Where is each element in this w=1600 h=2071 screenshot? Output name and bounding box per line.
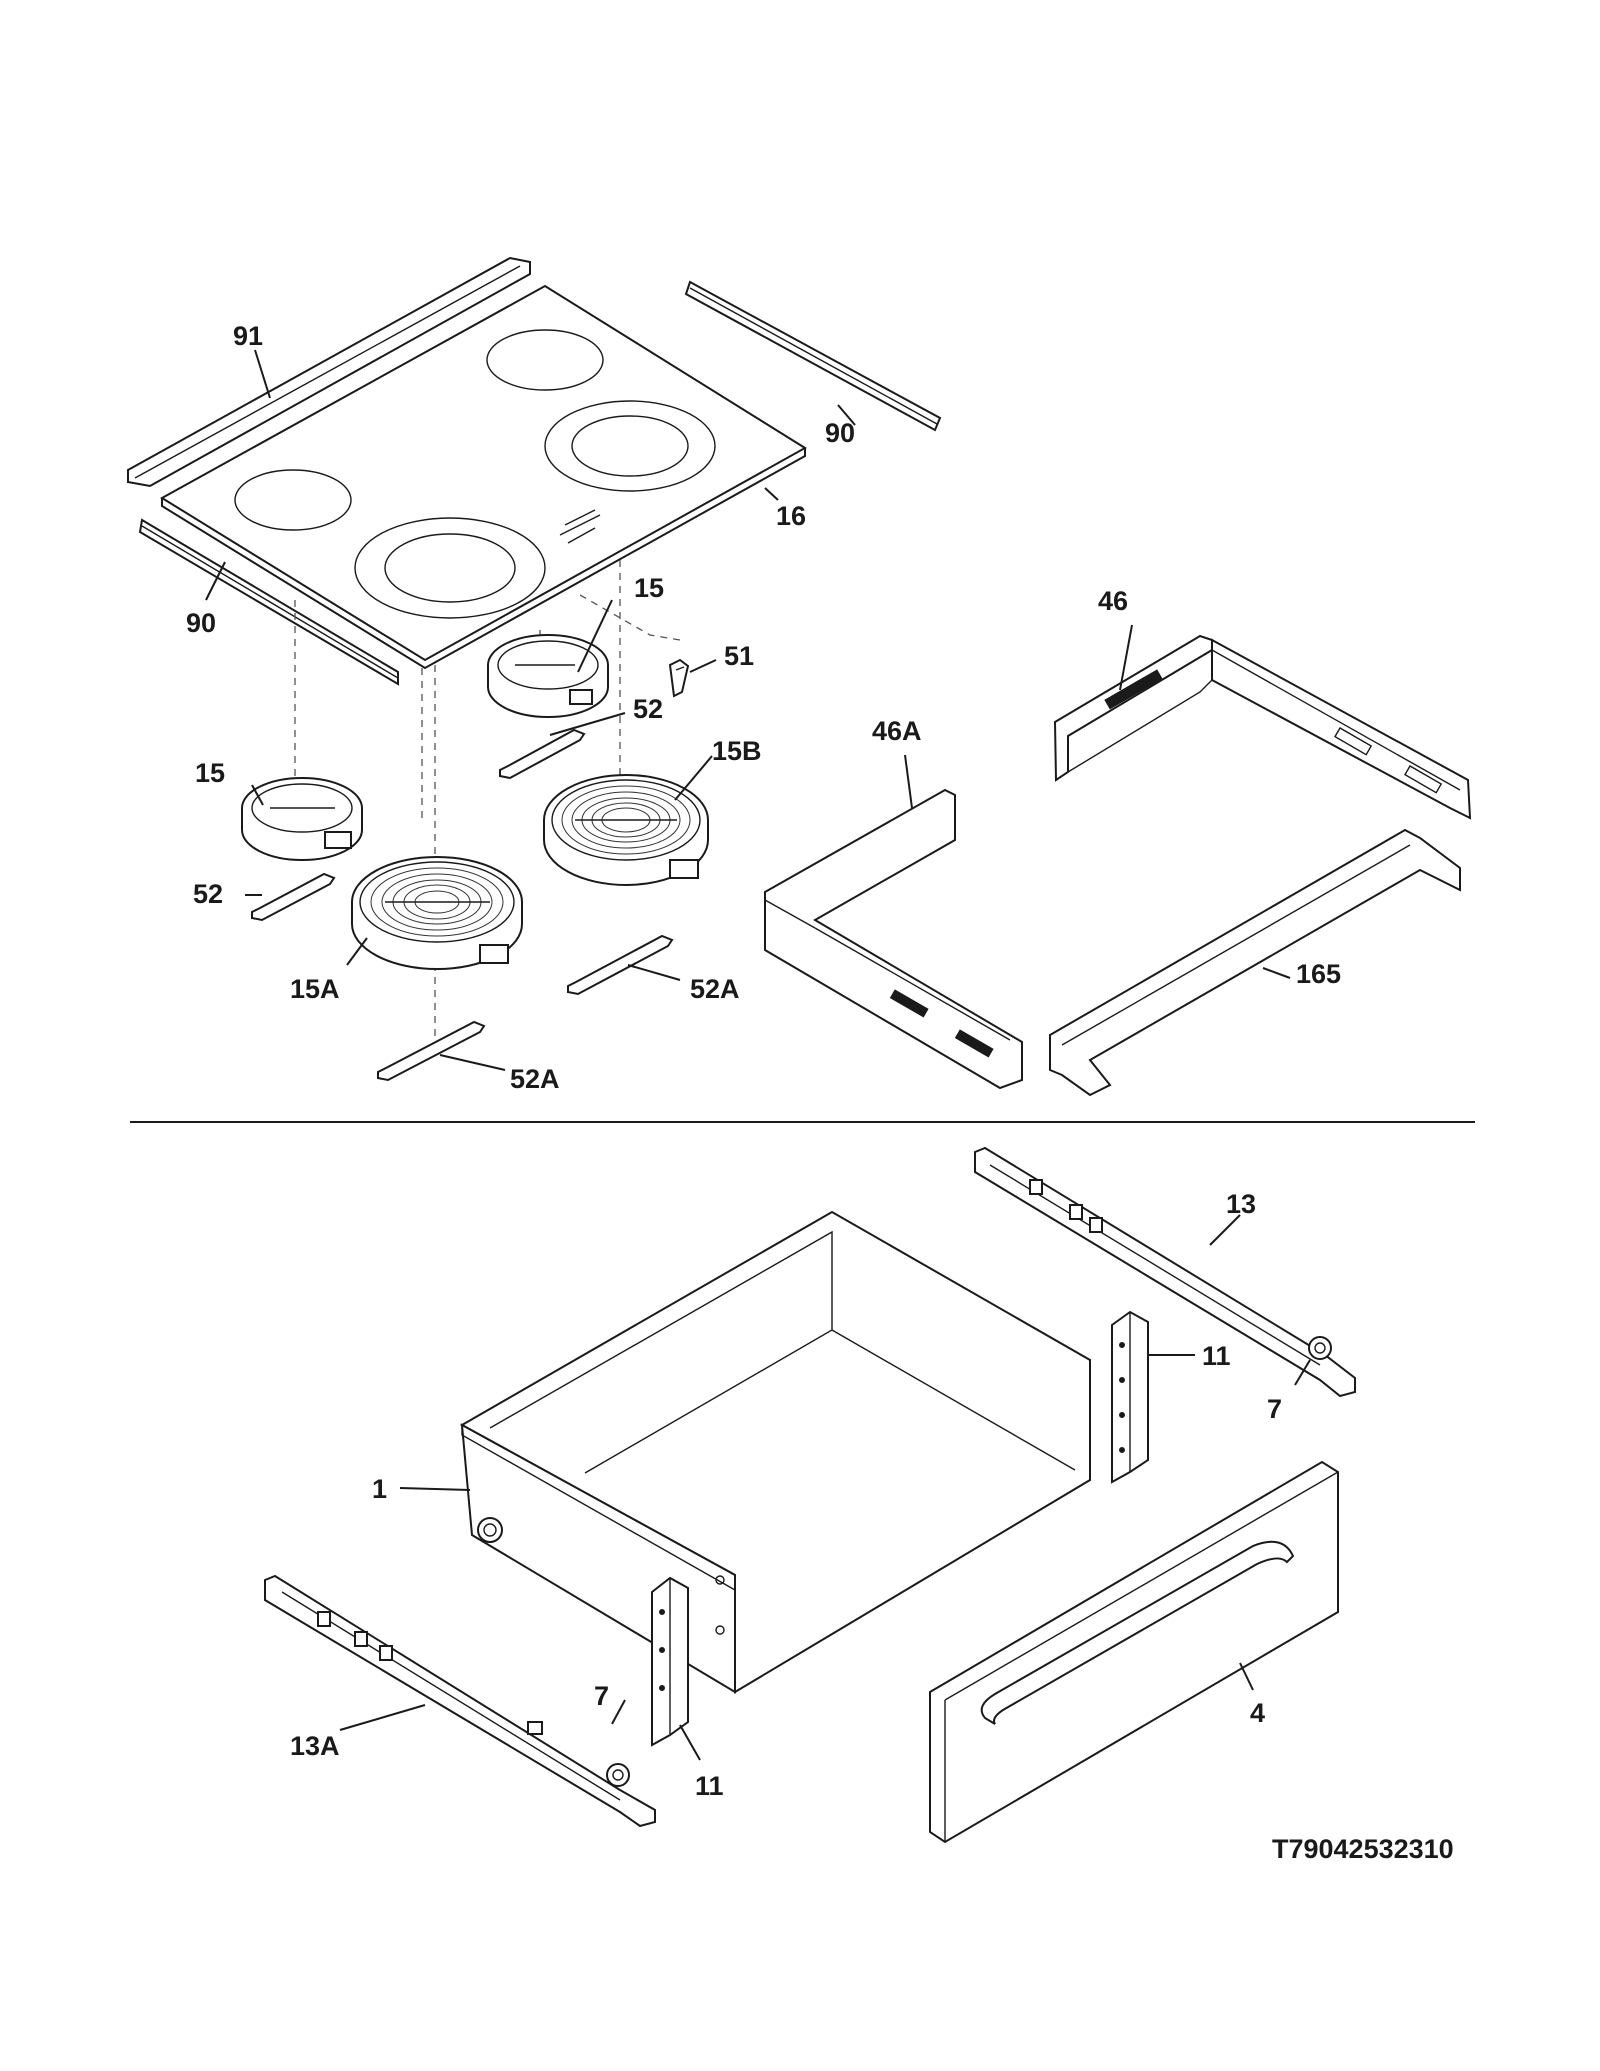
label-7-lower: 7 bbox=[594, 1681, 609, 1711]
part-labels: 91 90 16 90 15 51 52 15B 15 52 15A 52A 5… bbox=[186, 321, 1454, 1864]
label-90-right: 90 bbox=[825, 418, 855, 448]
part-52a-right-strap bbox=[567, 934, 674, 996]
part-51-sensor bbox=[668, 658, 690, 698]
label-13a: 13A bbox=[290, 1731, 340, 1761]
label-1: 1 bbox=[372, 1474, 387, 1504]
part-90-left-trim bbox=[138, 518, 399, 686]
label-15a: 15A bbox=[290, 974, 340, 1004]
part-90-right-trim bbox=[684, 280, 942, 432]
diagram-code: T79042532310 bbox=[1272, 1834, 1454, 1864]
part-91-rear-trim bbox=[127, 256, 531, 488]
part-13a-left-slide bbox=[264, 1574, 656, 1828]
part-46a-side-frame bbox=[764, 788, 1023, 1090]
part-52-upper-strap bbox=[499, 728, 586, 780]
label-7-upper: 7 bbox=[1267, 1394, 1282, 1424]
part-1-drawer-body bbox=[459, 1210, 1091, 1694]
part-11-lower-bracket bbox=[651, 1576, 689, 1747]
label-52a-lower: 52A bbox=[510, 1064, 560, 1094]
part-15b-element bbox=[543, 774, 709, 886]
label-15-upper: 15 bbox=[634, 573, 664, 603]
label-16: 16 bbox=[776, 501, 806, 531]
part-46-rear-frame bbox=[1053, 634, 1472, 820]
leader-lines bbox=[205, 349, 1311, 1761]
label-165: 165 bbox=[1296, 959, 1341, 989]
part-15-upper-element bbox=[487, 634, 609, 718]
label-46: 46 bbox=[1098, 586, 1128, 616]
part-15a-element bbox=[351, 856, 523, 970]
label-13: 13 bbox=[1226, 1189, 1256, 1219]
part-52a-lower-strap bbox=[377, 1020, 486, 1082]
part-165-front-rail bbox=[1049, 828, 1461, 1097]
label-52-upper: 52 bbox=[633, 694, 663, 724]
label-52a-right: 52A bbox=[690, 974, 740, 1004]
label-15b: 15B bbox=[712, 736, 762, 766]
label-4: 4 bbox=[1250, 1698, 1265, 1728]
part-13-right-slide bbox=[974, 1146, 1356, 1398]
part-11-upper-bracket bbox=[1111, 1310, 1149, 1484]
label-91: 91 bbox=[233, 321, 263, 351]
label-15-left: 15 bbox=[195, 758, 225, 788]
label-52-left: 52 bbox=[193, 879, 223, 909]
label-11-upper: 11 bbox=[1202, 1341, 1231, 1371]
label-11-lower: 11 bbox=[695, 1771, 724, 1801]
part-16-glass-cooktop bbox=[160, 284, 807, 670]
part-15-left-element bbox=[241, 777, 363, 861]
part-52-left-strap bbox=[251, 872, 336, 922]
label-46a: 46A bbox=[872, 716, 922, 746]
label-51: 51 bbox=[724, 641, 754, 671]
label-90-left: 90 bbox=[186, 608, 216, 638]
part-4-drawer-front bbox=[929, 1460, 1339, 1844]
